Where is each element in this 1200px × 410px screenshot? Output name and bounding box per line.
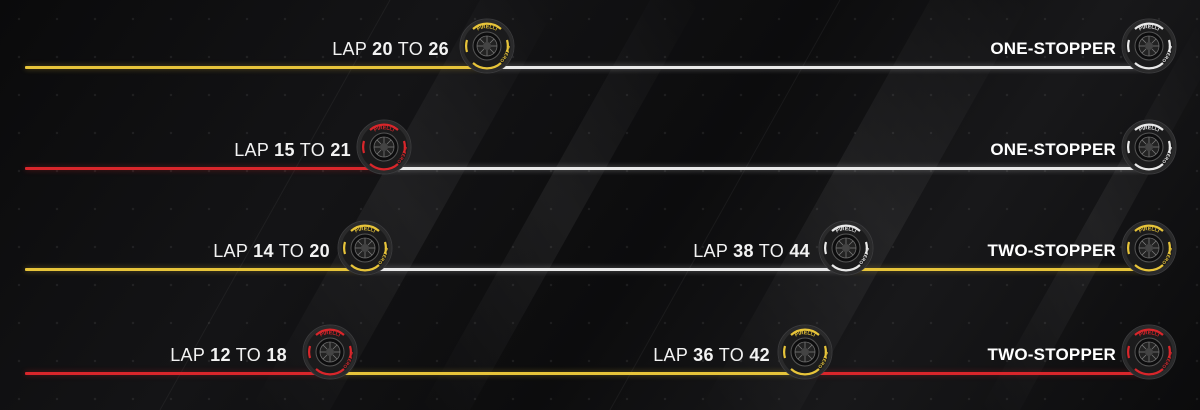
stint-bar: [487, 66, 1144, 69]
svg-text:PIRELLI: PIRELLI: [1138, 125, 1161, 134]
pit-window-label: LAP 38 TO 44: [693, 238, 810, 264]
lap-from: 14: [253, 241, 274, 261]
svg-text:P ZERO: P ZERO: [377, 247, 389, 265]
stint-bar: [805, 372, 1144, 375]
svg-text:PIRELLI: PIRELLI: [476, 24, 499, 33]
svg-text:PIRELLI: PIRELLI: [319, 330, 342, 339]
svg-text:PIRELLI: PIRELLI: [373, 125, 396, 134]
lap-from: 12: [210, 345, 231, 365]
lap-word: LAP: [332, 39, 367, 59]
pit-window-label: LAP 36 TO 42: [653, 342, 770, 368]
lap-from: 15: [274, 140, 295, 160]
to-word: TO: [299, 140, 326, 160]
svg-text:P ZERO: P ZERO: [858, 247, 870, 265]
tyre-icon: PIRELLI P ZERO: [1121, 18, 1177, 74]
to-word: TO: [718, 345, 745, 365]
stint-bar: [25, 372, 330, 375]
to-word: TO: [758, 241, 785, 261]
strategy-row: LAP 20 TO 26 PIRELLI P ZERO ONE-STOPPER P…: [0, 0, 1200, 100]
tyre-icon: PIRELLI P ZERO: [356, 119, 412, 175]
lap-word: LAP: [653, 345, 688, 365]
tyre-icon: PIRELLI P ZERO: [818, 220, 874, 276]
lap-word: LAP: [213, 241, 248, 261]
svg-text:PIRELLI: PIRELLI: [835, 226, 858, 235]
lap-to: 42: [749, 345, 770, 365]
strategy-label: TWO-STOPPER: [987, 345, 1116, 364]
tyre-icon: PIRELLI P ZERO: [302, 324, 358, 380]
pit-window-label: LAP 15 TO 21: [234, 137, 351, 163]
svg-text:PIRELLI: PIRELLI: [794, 330, 817, 339]
strategy-label: ONE-STOPPER: [990, 39, 1116, 58]
svg-text:PIRELLI: PIRELLI: [1138, 226, 1161, 235]
tyre-icon: PIRELLI P ZERO: [337, 220, 393, 276]
tyre-icon: PIRELLI P ZERO: [1121, 119, 1177, 175]
lap-from: 20: [372, 39, 393, 59]
pit-window-label: LAP 12 TO 18: [170, 342, 287, 368]
tyre-icon: PIRELLI P ZERO: [1121, 220, 1177, 276]
svg-text:P ZERO: P ZERO: [1161, 247, 1173, 265]
svg-text:P ZERO: P ZERO: [1161, 45, 1173, 63]
svg-text:P ZERO: P ZERO: [499, 45, 511, 63]
to-word: TO: [278, 241, 305, 261]
lap-to: 26: [428, 39, 449, 59]
stint-bar: [25, 167, 380, 170]
svg-text:P ZERO: P ZERO: [1161, 351, 1173, 369]
svg-text:P ZERO: P ZERO: [1161, 146, 1173, 164]
pit-window-label: LAP 14 TO 20: [213, 238, 330, 264]
lap-to: 44: [789, 241, 810, 261]
stint-bar: [25, 66, 487, 69]
lap-from: 38: [733, 241, 754, 261]
svg-text:PIRELLI: PIRELLI: [354, 226, 377, 235]
stint-bar: [330, 372, 805, 375]
lap-word: LAP: [693, 241, 728, 261]
stint-bar: [25, 268, 365, 271]
svg-text:P ZERO: P ZERO: [342, 351, 354, 369]
svg-text:P ZERO: P ZERO: [817, 351, 829, 369]
pit-window-label: LAP 20 TO 26: [332, 36, 449, 62]
stint-bar: [847, 268, 1144, 271]
lap-from: 36: [693, 345, 714, 365]
tyre-icon: PIRELLI P ZERO: [777, 324, 833, 380]
stint-bar: [380, 167, 1144, 170]
tyre-icon: PIRELLI P ZERO: [459, 18, 515, 74]
lap-word: LAP: [234, 140, 269, 160]
svg-text:PIRELLI: PIRELLI: [1138, 24, 1161, 33]
lap-to: 18: [266, 345, 287, 365]
to-word: TO: [397, 39, 424, 59]
strategy-row: LAP 15 TO 21 PIRELLI P ZERO ONE-STOPPER P…: [0, 101, 1200, 201]
svg-text:PIRELLI: PIRELLI: [1138, 330, 1161, 339]
stint-bar: [365, 268, 847, 271]
strategy-label: TWO-STOPPER: [987, 241, 1116, 260]
lap-to: 21: [330, 140, 351, 160]
tyre-icon: PIRELLI P ZERO: [1121, 324, 1177, 380]
to-word: TO: [235, 345, 262, 365]
strategy-label: ONE-STOPPER: [990, 140, 1116, 159]
lap-to: 20: [309, 241, 330, 261]
lap-word: LAP: [170, 345, 205, 365]
svg-text:P ZERO: P ZERO: [396, 146, 408, 164]
